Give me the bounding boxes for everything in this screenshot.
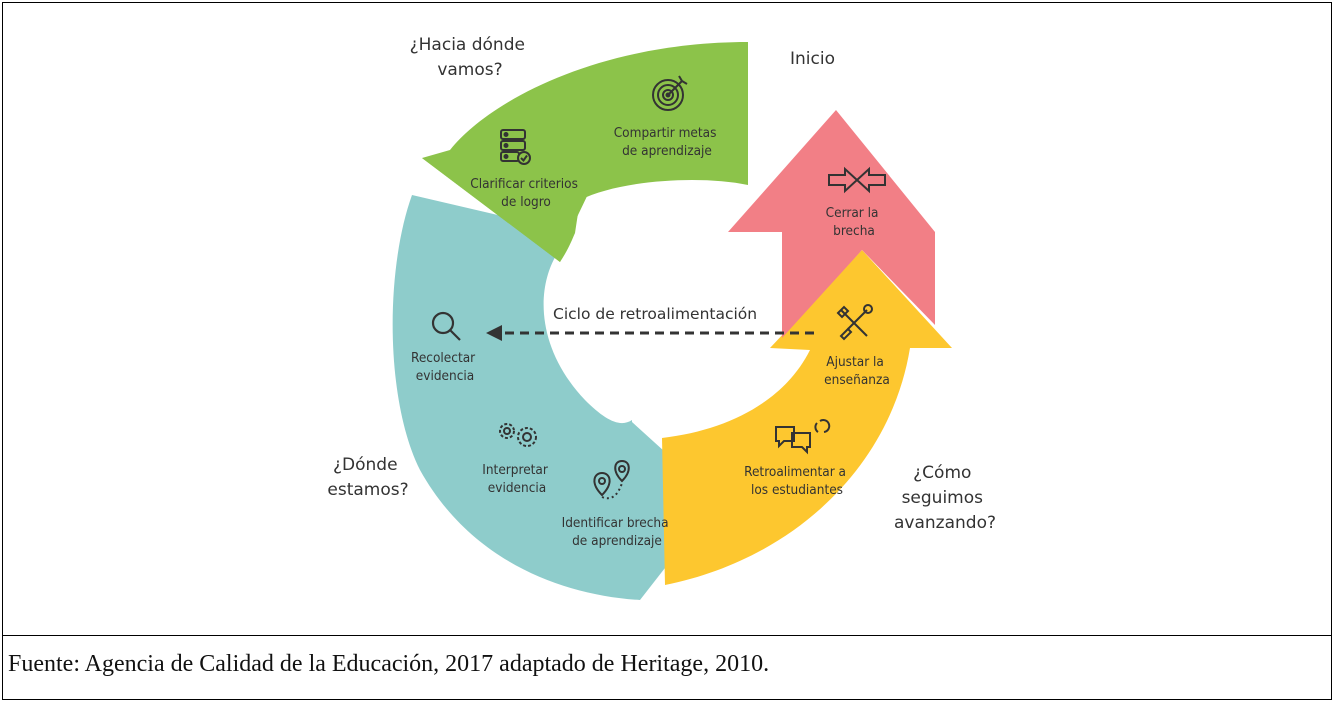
start-label: Inicio [790, 49, 835, 69]
server-check-icon [500, 129, 531, 165]
cycle-label: Ciclo de retroalimentación [553, 305, 757, 323]
step-interpretar-evidencia: Interpretar evidencia [482, 462, 551, 496]
tools-icon [836, 304, 873, 341]
question-where-are-we: ¿Dónde estamos? [327, 455, 408, 500]
arrows-inward-icon [828, 166, 886, 194]
green-arrow-head [422, 158, 590, 262]
feedback-arrowhead [486, 325, 502, 341]
step-clarificar-criterios: Clarificar criterios de logro [470, 176, 582, 210]
map-pins-icon [593, 459, 630, 500]
step-ajustar-ensenanza: Ajustar la enseñanza [824, 354, 890, 388]
step-compartir-metas: Compartir metas de aprendizaje [614, 125, 721, 159]
red-arrow [728, 110, 935, 338]
step-identificar-brecha: Identificar brecha de aprendizaje [562, 515, 673, 549]
figure-caption: Fuente: Agencia de Calidad de la Educaci… [8, 651, 770, 677]
caption-divider [2, 635, 1332, 636]
search-icon [431, 311, 461, 341]
step-cerrar-brecha: Cerrar la brecha [826, 205, 883, 239]
step-retroalimentar: Retroalimentar a los estudiantes [744, 464, 850, 498]
step-recolectar-evidencia: Recolectar evidencia [411, 350, 479, 384]
feedback-cycle-diagram: Inicio ¿Hacia dónde vamos? ¿Dónde estamo… [327, 35, 996, 600]
question-where-going: ¿Hacia dónde vamos? [410, 35, 531, 80]
chat-refresh-icon [775, 419, 831, 455]
question-how-keep-advancing: ¿Cómo seguimos avanzando? [894, 463, 996, 533]
yellow-arrow-segment [662, 250, 952, 585]
teal-arrow-segment [392, 195, 718, 600]
target-icon [652, 75, 688, 111]
gears-icon [499, 423, 537, 447]
